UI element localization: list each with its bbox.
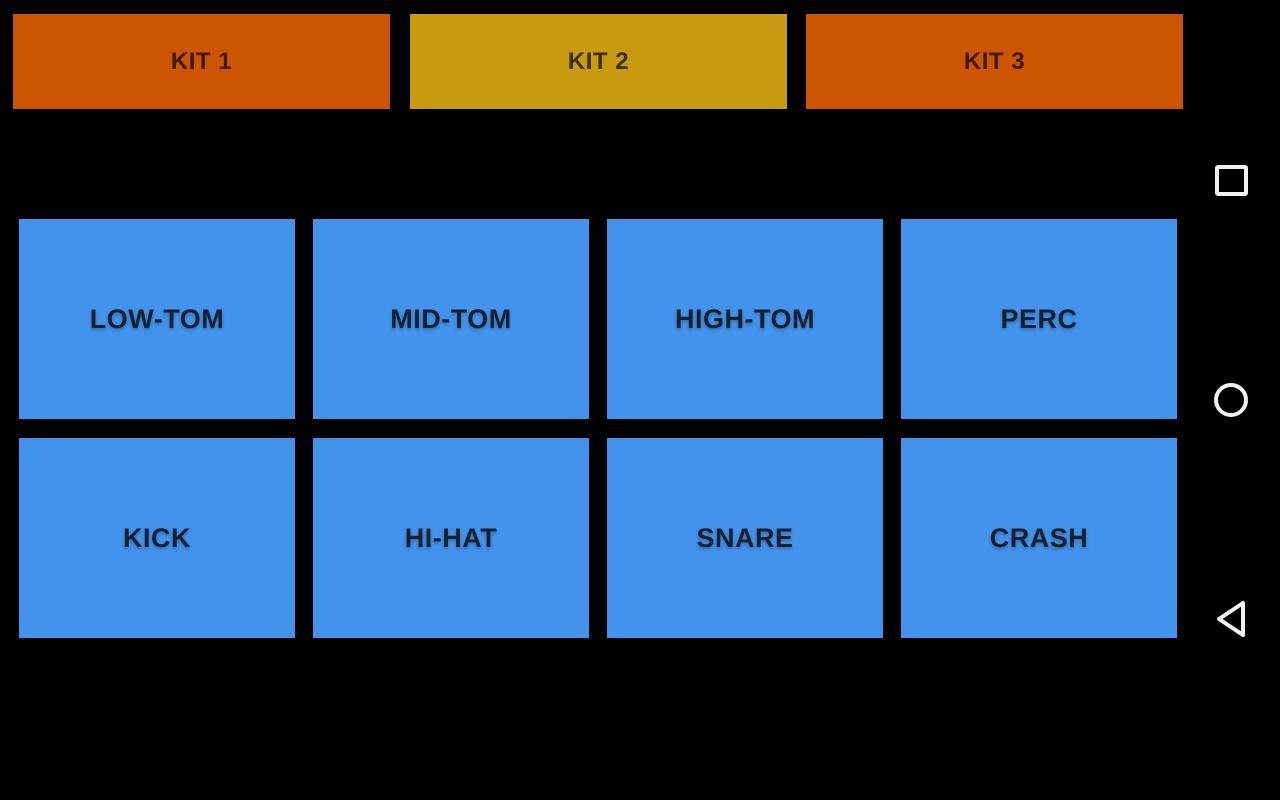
kit-3-button[interactable]: KIT 3 [806, 14, 1183, 109]
pad-snare[interactable]: SNARE [607, 438, 883, 638]
back-triangle-icon [1217, 601, 1245, 637]
pad-low-tom[interactable]: LOW-TOM [19, 219, 295, 419]
kit-2-button[interactable]: KIT 2 [410, 14, 787, 109]
back-button[interactable] [1182, 570, 1280, 668]
pad-high-tom[interactable]: HIGH-TOM [607, 219, 883, 419]
pad-perc[interactable]: PERC [901, 219, 1177, 419]
home-button[interactable] [1182, 351, 1280, 449]
kit-1-button[interactable]: KIT 1 [13, 14, 390, 109]
recents-square-icon [1214, 164, 1248, 196]
pad-hi-hat[interactable]: HI-HAT [313, 438, 589, 638]
pad-crash[interactable]: CRASH [901, 438, 1177, 638]
pad-kick[interactable]: KICK [19, 438, 295, 638]
recents-button[interactable] [1182, 131, 1280, 229]
android-navigation-bar [1182, 0, 1280, 800]
home-circle-icon [1214, 383, 1248, 417]
pad-mid-tom[interactable]: MID-TOM [313, 219, 589, 419]
